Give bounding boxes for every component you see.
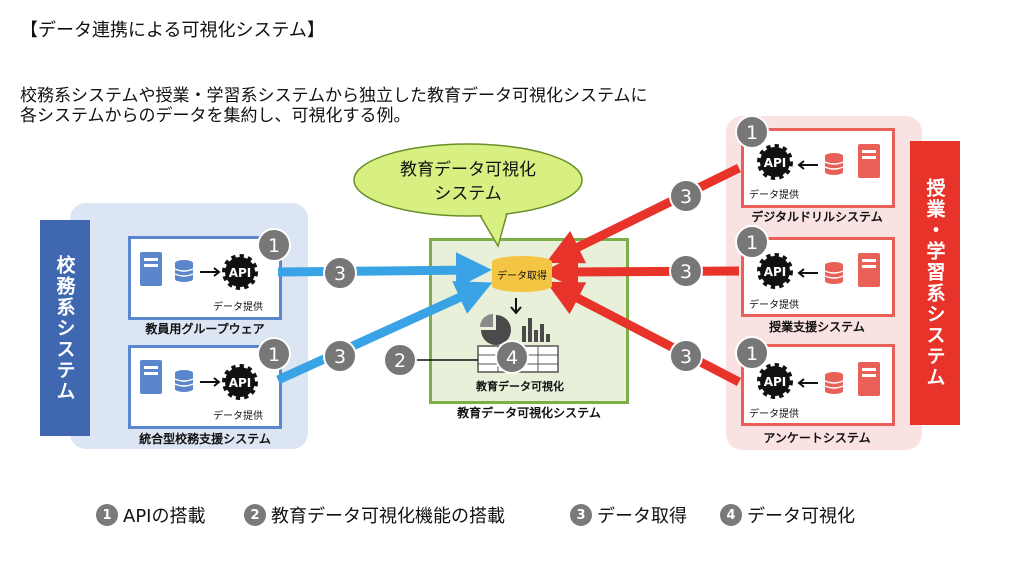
arrow-survey bbox=[546, 281, 742, 386]
arrow-groupware bbox=[277, 252, 492, 289]
arrow-digital-drill bbox=[545, 163, 741, 264]
legend-label: 教育データ可視化機能の搭載 bbox=[271, 506, 505, 527]
provide-label-school-affairs: データ提供 bbox=[213, 411, 263, 422]
step-badge: 1 bbox=[735, 225, 769, 259]
arrow-school-affairs bbox=[276, 281, 493, 385]
provide-label-digital-drill: データ提供 bbox=[749, 190, 799, 201]
right-group-label: 授業・学習系システム bbox=[910, 141, 960, 425]
api-label: API bbox=[764, 265, 787, 279]
svg-text:4: 4 bbox=[506, 347, 518, 369]
step-badge: 3 bbox=[323, 256, 357, 290]
center-system-label: 教育データ可視化システム bbox=[457, 406, 601, 420]
api-label: API bbox=[229, 376, 252, 390]
legend-label: APIの搭載 bbox=[123, 506, 206, 527]
svg-text:3: 3 bbox=[680, 186, 692, 208]
provide-label-lesson-support: データ提供 bbox=[749, 300, 799, 311]
bubble-title-line-1: 教育データ可視化 bbox=[400, 159, 536, 180]
legend-item-2: 2 教育データ可視化機能の搭載 bbox=[244, 500, 505, 530]
svg-text:3: 3 bbox=[680, 261, 692, 283]
page-title: 【データ連携による可視化システム】 bbox=[20, 20, 325, 41]
provide-label-groupware: データ提供 bbox=[213, 302, 263, 313]
step-badge: 1 bbox=[735, 336, 769, 370]
legend-item-3: 3 データ取得 bbox=[570, 500, 687, 530]
legend-number: 3 bbox=[570, 504, 592, 526]
visualize-label: 教育データ可視化 bbox=[475, 379, 564, 393]
provide-label-survey: データ提供 bbox=[749, 409, 799, 420]
center-database-icon bbox=[492, 256, 552, 292]
svg-text:1: 1 bbox=[268, 235, 280, 257]
step-badge: 1 bbox=[257, 337, 291, 371]
arrow-lesson-support bbox=[542, 253, 740, 290]
api-label: API bbox=[764, 375, 787, 389]
legend-item-1: 1 APIの搭載 bbox=[96, 500, 205, 530]
legend-label: データ可視化 bbox=[747, 506, 855, 527]
legend-number: 1 bbox=[96, 504, 118, 526]
svg-text:1: 1 bbox=[746, 122, 758, 144]
bubble-title-line-2: システム bbox=[434, 184, 502, 204]
step-badge: 1 bbox=[735, 115, 769, 149]
step-badge: 1 bbox=[257, 228, 291, 262]
step-badge: 3 bbox=[669, 339, 703, 373]
description-line-2: 各システムからのデータを集約し、可視化する例。 bbox=[20, 106, 411, 126]
legend-label: データ取得 bbox=[597, 506, 687, 527]
description: 校務系システムや授業・学習系システムから独立した教育データ可視化システムに 各シ… bbox=[20, 86, 647, 126]
legend-item-4: 4 データ可視化 bbox=[720, 500, 855, 530]
svg-text:1: 1 bbox=[746, 232, 758, 254]
api-label: API bbox=[764, 156, 787, 170]
svg-text:3: 3 bbox=[680, 346, 692, 368]
step-badge: 3 bbox=[669, 254, 703, 288]
svg-text:3: 3 bbox=[334, 263, 346, 285]
system-label-survey: アンケートシステム bbox=[763, 431, 871, 445]
description-line-1: 校務系システムや授業・学習系システムから独立した教育データ可視化システムに bbox=[20, 86, 648, 106]
step-badge: 3 bbox=[669, 179, 703, 213]
svg-text:1: 1 bbox=[746, 343, 758, 365]
system-label-digital-drill: デジタルドリルシステム bbox=[751, 210, 883, 224]
step-badge: 3 bbox=[323, 339, 357, 373]
svg-text:3: 3 bbox=[334, 346, 346, 368]
pie-chart-icon bbox=[480, 314, 511, 345]
acquire-label: データ取得 bbox=[497, 269, 547, 282]
system-label-school-affairs: 統合型校務支援システム bbox=[139, 432, 271, 446]
bar-chart-icon bbox=[522, 318, 550, 342]
api-label: API bbox=[229, 266, 252, 280]
step-badge: 2 bbox=[383, 343, 417, 377]
callout-bubble bbox=[353, 143, 583, 248]
svg-text:1: 1 bbox=[268, 344, 280, 366]
svg-text:2: 2 bbox=[394, 350, 406, 372]
legend-number: 4 bbox=[720, 504, 742, 526]
arrow-down-icon bbox=[510, 298, 522, 315]
step-badge: 4 bbox=[495, 340, 529, 374]
system-label-lesson-support: 授業支援システム bbox=[769, 320, 865, 334]
left-group-label: 校務系システム bbox=[40, 220, 90, 436]
system-label-groupware: 教員用グループウェア bbox=[145, 322, 265, 336]
legend-number: 2 bbox=[244, 504, 266, 526]
